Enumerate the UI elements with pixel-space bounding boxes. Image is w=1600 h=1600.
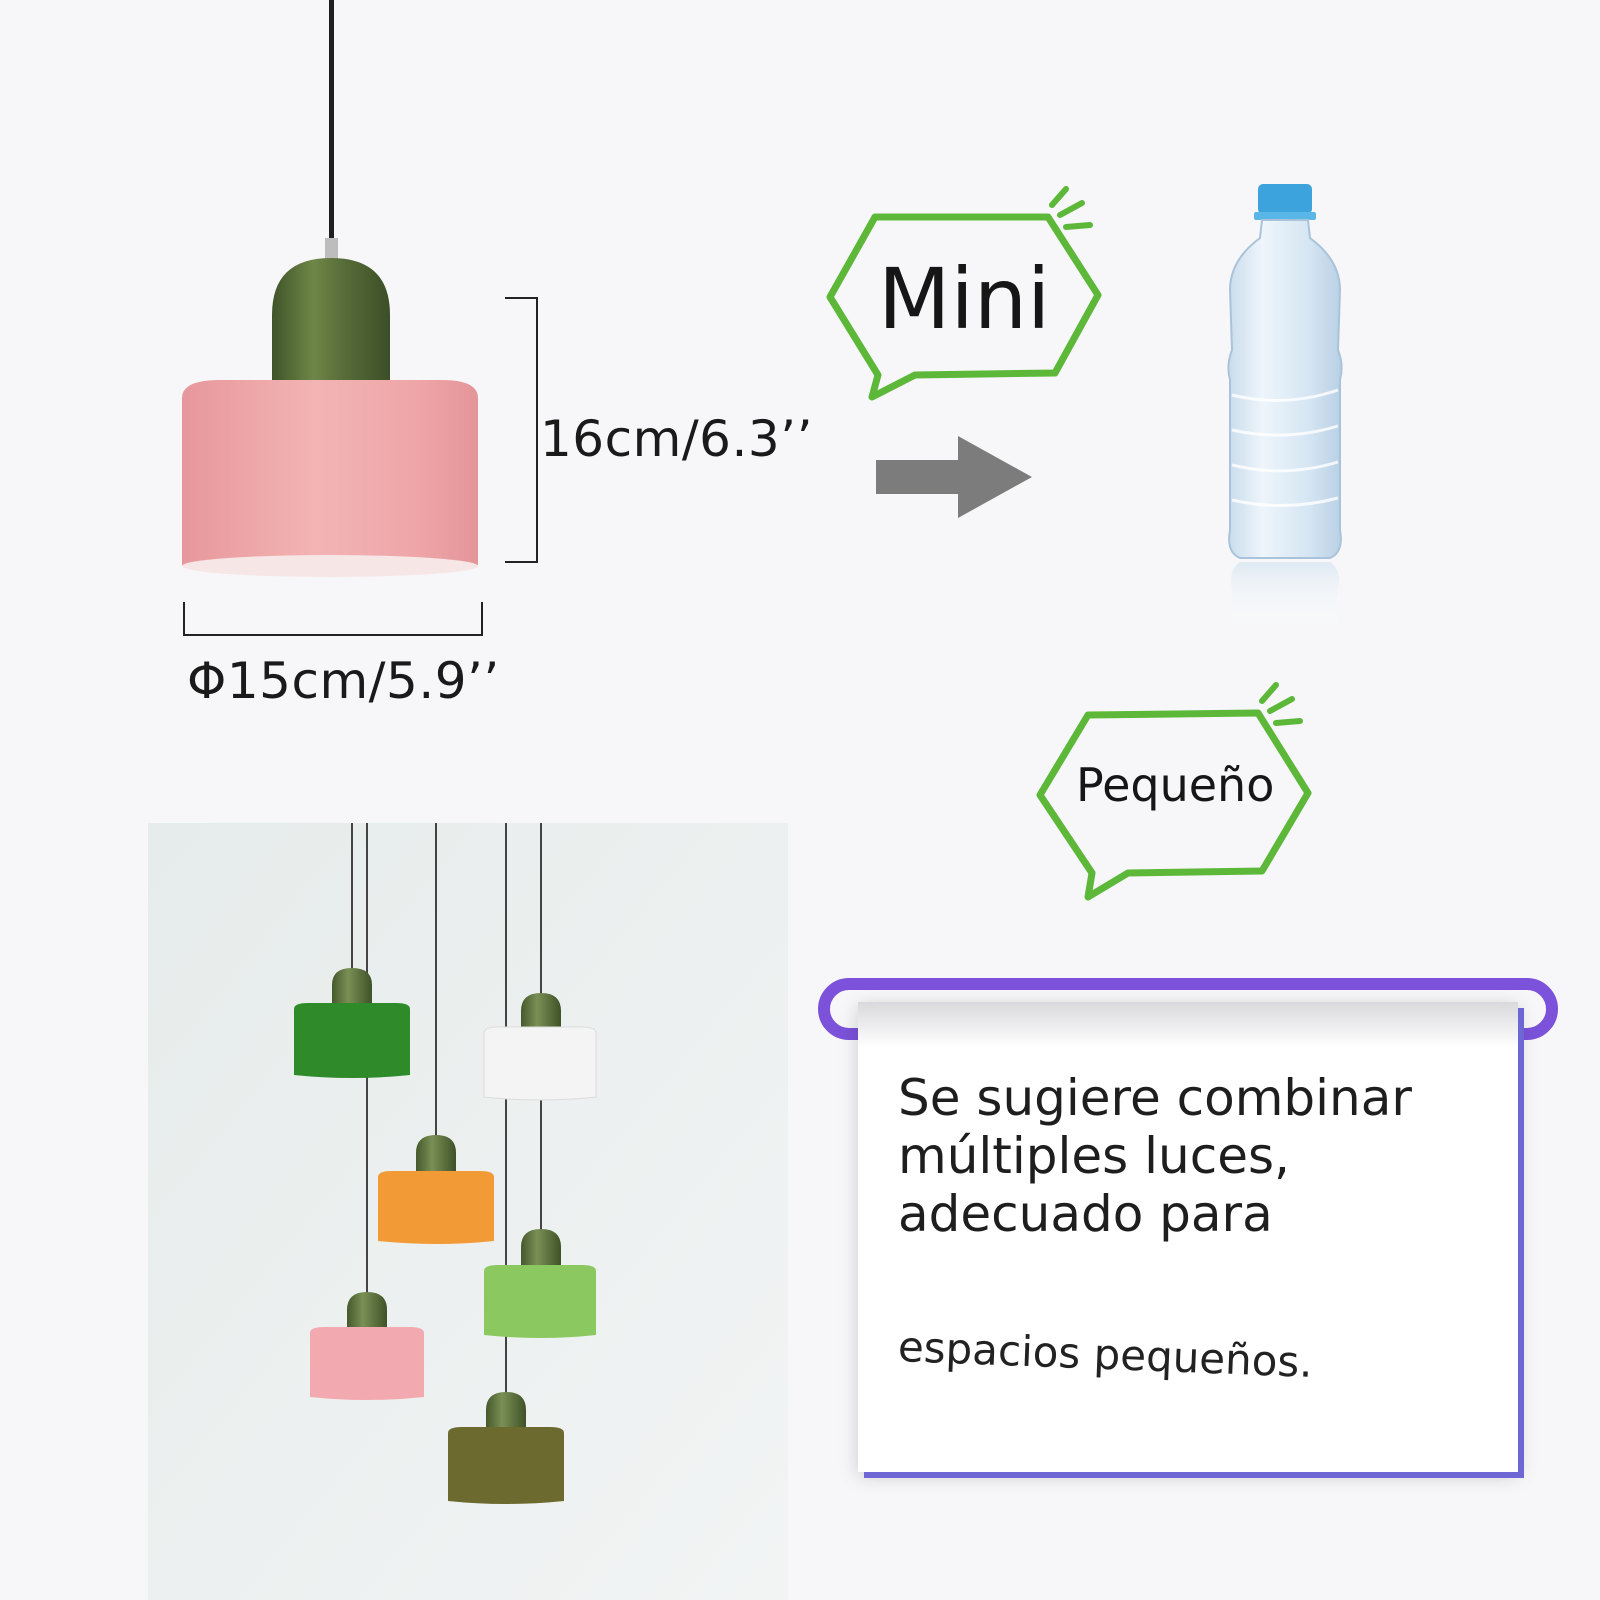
lamp-shade — [182, 380, 478, 572]
bottle-cap — [1258, 184, 1312, 214]
mini-badge-sparkle — [1049, 186, 1093, 230]
bottle-body — [1227, 219, 1343, 559]
lime-lamp — [484, 1229, 596, 1338]
lamp-cord-sleeve — [325, 238, 338, 260]
mini-label: Mini — [878, 250, 1051, 348]
note-line-1: Se sugiere combinar — [898, 1069, 1412, 1127]
note-line-2: múltiples luces, — [898, 1127, 1290, 1185]
note-card: Se sugiere combinar múltiples luces, ade… — [858, 1002, 1518, 1472]
lamp-cord — [329, 0, 334, 245]
lamp-cap — [272, 258, 390, 385]
note-line-4: espacios pequeños. — [897, 1322, 1314, 1387]
bottle-reflection — [1231, 562, 1339, 630]
note-line-3: adecuado para — [898, 1185, 1273, 1243]
water-bottle-icon — [1227, 184, 1343, 630]
diameter-label: Φ15cm/5.9’’ — [187, 652, 500, 710]
orange-lamp — [378, 1135, 494, 1244]
white-lamp — [483, 993, 597, 1101]
right-arrow-icon — [876, 436, 1032, 518]
height-label: 16cm/6.3’’ — [540, 410, 813, 468]
pequeno-label: Pequeño — [1076, 758, 1275, 812]
pequeno-badge-sparkle — [1259, 682, 1303, 726]
mini-badge — [826, 186, 1102, 401]
pequeno-badge-outline — [1036, 709, 1312, 901]
lamp-shade-rim — [182, 555, 478, 577]
green-lamp — [294, 968, 410, 1078]
pink-lamp — [310, 1292, 424, 1400]
diameter-bracket — [183, 602, 483, 636]
lamp-cluster-photo — [148, 823, 788, 1600]
pendant-lamp-illustration — [182, 0, 478, 577]
olive-lamp — [448, 1392, 564, 1504]
height-bracket — [505, 297, 538, 563]
pequeno-badge — [1036, 682, 1312, 901]
mini-badge-outline — [826, 213, 1102, 401]
